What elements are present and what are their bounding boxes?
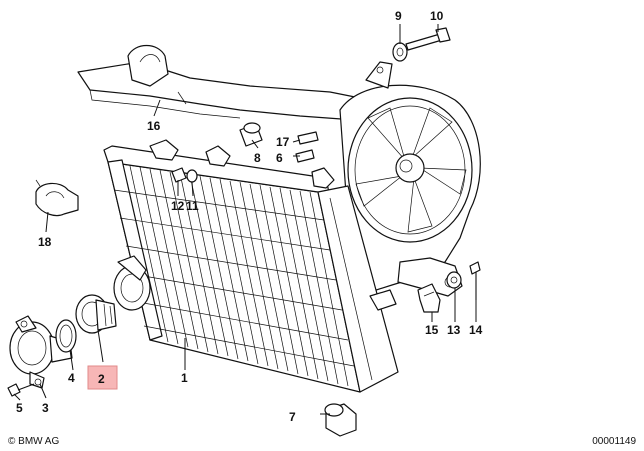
callout-12[interactable]: 12 (171, 199, 185, 213)
bracket-part-15[interactable] (417, 283, 441, 313)
bolt-part-10[interactable] (405, 27, 451, 51)
callout-8[interactable]: 8 (254, 151, 261, 165)
fan-assembly-part[interactable] (339, 61, 481, 297)
callout-7[interactable]: 7 (289, 410, 296, 424)
rubber-bush-part[interactable] (324, 403, 357, 437)
diagram-number: 00001149 (592, 436, 636, 447)
radiator-part[interactable] (103, 139, 399, 393)
air-duct-part[interactable] (77, 44, 371, 121)
callout-14[interactable]: 14 (469, 323, 483, 337)
callout-5[interactable]: 5 (16, 401, 23, 415)
callout-13[interactable]: 13 (447, 323, 461, 337)
washer-part-9[interactable] (392, 42, 408, 62)
callout-6[interactable]: 6 (276, 151, 283, 165)
callout-18[interactable]: 18 (38, 235, 52, 249)
nut-part-12[interactable] (171, 167, 187, 183)
hose-clip-part[interactable] (35, 179, 79, 217)
callout-11[interactable]: 11 (186, 199, 199, 213)
highlight-box (87, 365, 118, 390)
leader-lines (13, 24, 477, 415)
screw-part-5[interactable] (7, 383, 35, 397)
callout-15[interactable]: 15 (425, 323, 439, 337)
callout-17[interactable]: 17 (276, 135, 290, 149)
nut-part-13[interactable] (446, 271, 462, 289)
callout-1[interactable]: 1 (181, 371, 188, 385)
thermostat-part[interactable] (75, 294, 117, 334)
rubber-mount-part[interactable] (239, 122, 263, 147)
copyright-text: © BMW AG (8, 436, 59, 447)
callout-3[interactable]: 3 (42, 401, 49, 415)
screw-part-14[interactable] (469, 261, 481, 300)
callout-16[interactable]: 16 (147, 119, 161, 133)
gasket-part[interactable] (55, 319, 77, 353)
callout-9[interactable]: 9 (395, 9, 402, 23)
callout-2[interactable]: 2 (98, 372, 105, 386)
callout-4[interactable]: 4 (68, 371, 75, 385)
pin-part-6[interactable] (295, 149, 315, 163)
callout-10[interactable]: 10 (430, 9, 444, 23)
pin-part-17[interactable] (297, 131, 319, 145)
washer-part-11[interactable] (186, 169, 198, 183)
